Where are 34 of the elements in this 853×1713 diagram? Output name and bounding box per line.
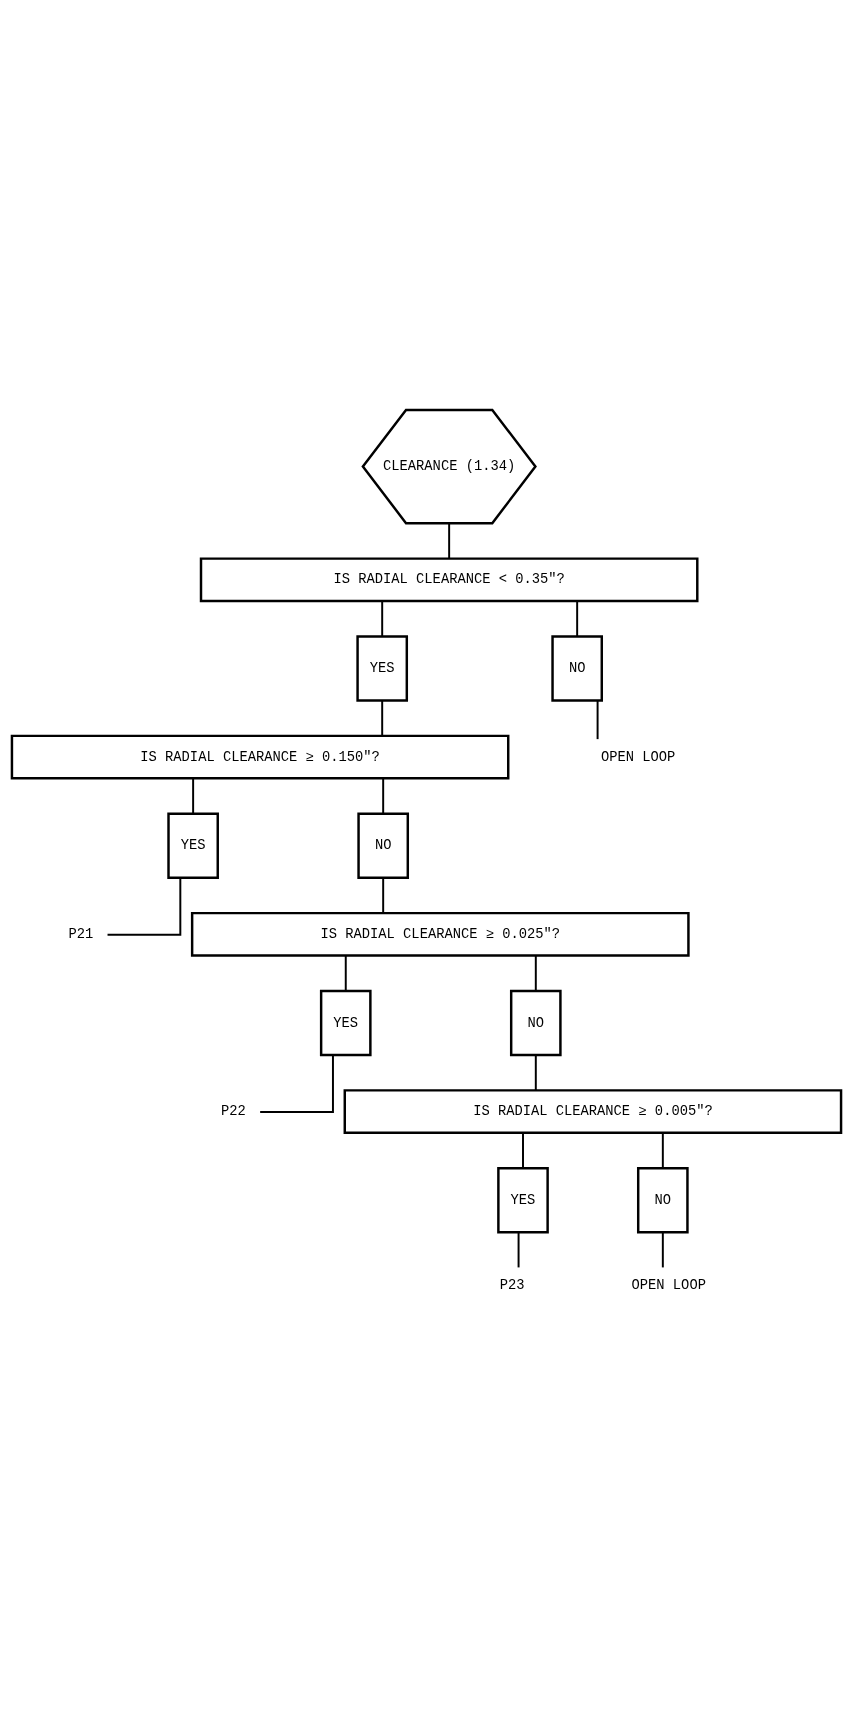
node-box: YES bbox=[356, 635, 409, 702]
node-box: NO bbox=[509, 989, 562, 1057]
connector bbox=[534, 1054, 537, 1092]
connector bbox=[534, 954, 537, 992]
node-text: P21 bbox=[68, 926, 94, 942]
connector bbox=[106, 876, 182, 936]
node-box: NO bbox=[551, 635, 603, 702]
node-box: IS RADIAL CLEARANCE ≥ 0.005"? bbox=[343, 1089, 843, 1134]
node-box: YES bbox=[319, 989, 372, 1057]
connector bbox=[596, 699, 599, 741]
node-box: NO bbox=[637, 1166, 689, 1234]
connector bbox=[382, 876, 385, 914]
connector bbox=[381, 600, 384, 638]
node-text: OPEN LOOP bbox=[601, 749, 676, 765]
connector bbox=[381, 699, 384, 737]
node-box: YES bbox=[497, 1166, 549, 1234]
connector bbox=[522, 1132, 524, 1169]
node-box: NO bbox=[357, 812, 410, 879]
node-text: P22 bbox=[221, 1104, 246, 1120]
connector bbox=[517, 1231, 520, 1269]
node-box: IS RADIAL CLEARANCE ≥ 0.025"? bbox=[190, 911, 690, 957]
node-text: P23 bbox=[499, 1277, 525, 1293]
connector bbox=[661, 1132, 664, 1169]
node-box: IS RADIAL CLEARANCE ≥ 0.150"? bbox=[10, 734, 510, 780]
connector bbox=[576, 600, 579, 638]
connector bbox=[661, 1231, 664, 1269]
connector bbox=[382, 777, 385, 815]
connector bbox=[192, 777, 195, 815]
connector bbox=[344, 954, 347, 992]
connector bbox=[448, 522, 451, 560]
connector bbox=[259, 1054, 334, 1113]
node-text: OPEN LOOP bbox=[631, 1277, 706, 1293]
node-box: IS RADIAL CLEARANCE < 0.35"? bbox=[199, 557, 699, 603]
node-box: YES bbox=[167, 812, 219, 879]
